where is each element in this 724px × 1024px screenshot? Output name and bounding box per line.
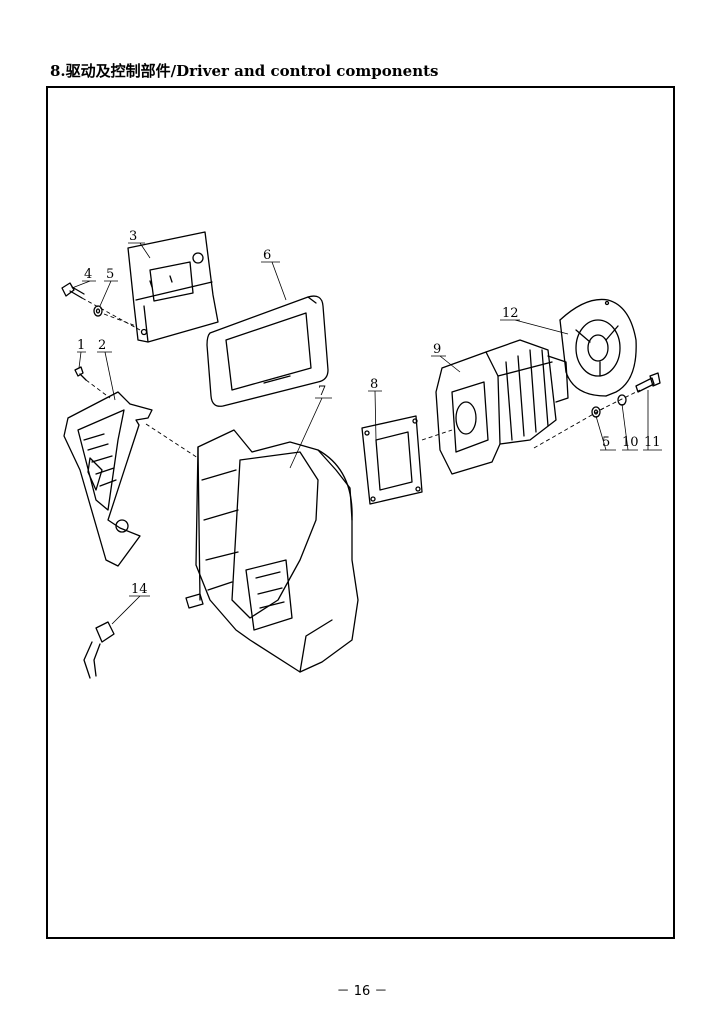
part-3-bracket-plate	[127, 231, 219, 343]
part-14-cable-connector	[83, 621, 115, 679]
callout-5-lower: 5	[602, 435, 610, 450]
part-11-bolt	[635, 372, 661, 393]
part-6-display-panel	[206, 295, 329, 407]
assembly-line-4	[81, 297, 141, 331]
callout-5-upper: 5	[106, 267, 114, 282]
part-9-motor	[435, 339, 569, 475]
callout-10: 10	[622, 435, 639, 450]
callout-14: 14	[131, 582, 148, 597]
callout-2: 2	[98, 338, 106, 353]
part-8-gasket	[361, 415, 423, 505]
callout-3: 3	[129, 229, 137, 244]
part-5-washer-upper	[93, 305, 103, 317]
callout-8: 8	[370, 377, 378, 392]
callout-6: 6	[263, 248, 271, 263]
part-5-washer-lower	[591, 406, 601, 418]
callout-1: 1	[77, 338, 85, 353]
diagram-frame	[46, 86, 675, 939]
part-1-small-screw	[74, 366, 87, 381]
assembly-line-10	[599, 389, 641, 411]
assembly-line-5b	[533, 407, 605, 449]
part-12-fan-rotor	[559, 298, 637, 397]
page-number: － 16 －	[336, 984, 388, 999]
part-2-side-cover	[63, 391, 153, 567]
assembly-line-8	[421, 429, 453, 441]
callout-9: 9	[433, 342, 441, 357]
assembly-line-1	[85, 379, 111, 399]
page-title: 8.驱动及控制部件/Driver and control components	[50, 62, 439, 80]
callout-11: 11	[644, 435, 661, 450]
callout-4: 4	[84, 267, 92, 282]
callout-7: 7	[318, 384, 326, 399]
assembly-line-2	[145, 423, 199, 459]
callout-12: 12	[502, 306, 519, 321]
part-4-screw	[61, 282, 85, 299]
part-7-main-housing	[185, 429, 359, 673]
assembly-line-5	[103, 313, 137, 327]
